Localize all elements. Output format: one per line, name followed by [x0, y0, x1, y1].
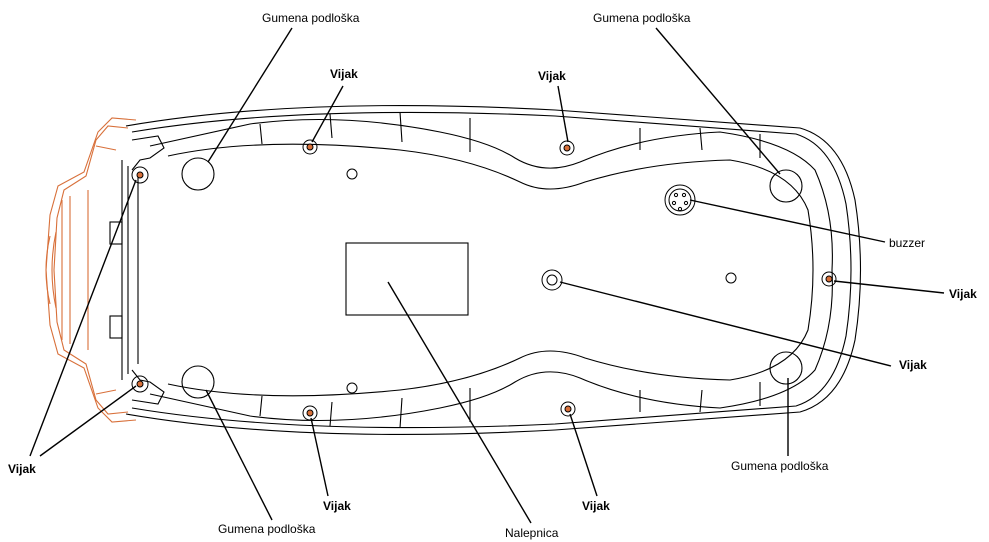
rubber-pad-top-right [769, 169, 803, 203]
screw-right [821, 271, 837, 287]
screw-center [541, 269, 563, 291]
screws [131, 139, 837, 421]
leader-screw-center [559, 281, 892, 367]
leader-buzzer [689, 199, 886, 243]
rubber-pads [181, 157, 803, 399]
label-rubber-pad-top-left: Gumena podloška [262, 11, 360, 25]
screw-top-2 [559, 140, 575, 156]
leader-rubber-pad-top-right [655, 27, 781, 175]
screw-top-1 [302, 139, 318, 155]
sticker-area [345, 242, 469, 316]
leader-screw-top-1 [311, 85, 344, 143]
label-sticker: Nalepnica [505, 526, 559, 540]
rubber-pad-bottom-left [181, 365, 215, 399]
screw-left-top [131, 166, 149, 184]
label-rubber-pad-top-right: Gumena podloška [593, 11, 691, 25]
label-screw-top-1: Vijak [330, 67, 358, 81]
label-screw-bottom-1: Vijak [323, 499, 351, 513]
label-screw-right: Vijak [949, 287, 977, 301]
label-screw-center: Vijak [899, 358, 927, 372]
device-housing [109, 105, 862, 435]
label-screw-top-2: Vijak [538, 69, 566, 83]
screw-bottom-2 [560, 401, 576, 417]
label-rubber-pad-bottom-right: Gumena podloška [731, 459, 829, 473]
screw-bottom-1 [302, 405, 318, 421]
front-bumper [45, 117, 137, 423]
label-rubber-pad-bottom-left: Gumena podloška [218, 522, 316, 536]
leader-sticker [387, 281, 532, 524]
leader-screw-right [833, 280, 945, 294]
screw-left-bottom [131, 375, 149, 393]
leader-screw-left-bottom [39, 385, 137, 457]
leader-rubber-pad-top-left [207, 27, 293, 163]
leader-screw-bottom-1 [310, 417, 329, 497]
leader-screw-left-top [29, 179, 137, 457]
label-buzzer: buzzer [889, 236, 926, 250]
holes [346, 168, 737, 394]
label-screw-left: Vijak [8, 462, 36, 476]
leader-screw-top-2 [557, 85, 569, 143]
rubber-pad-top-left [181, 157, 215, 191]
label-screw-bottom-2: Vijak [582, 499, 610, 513]
leader-screw-bottom-2 [569, 413, 598, 497]
leader-rubber-pad-bottom-left [205, 389, 273, 521]
rubber-pad-bottom-right [769, 351, 803, 385]
leader-lines [29, 27, 945, 524]
